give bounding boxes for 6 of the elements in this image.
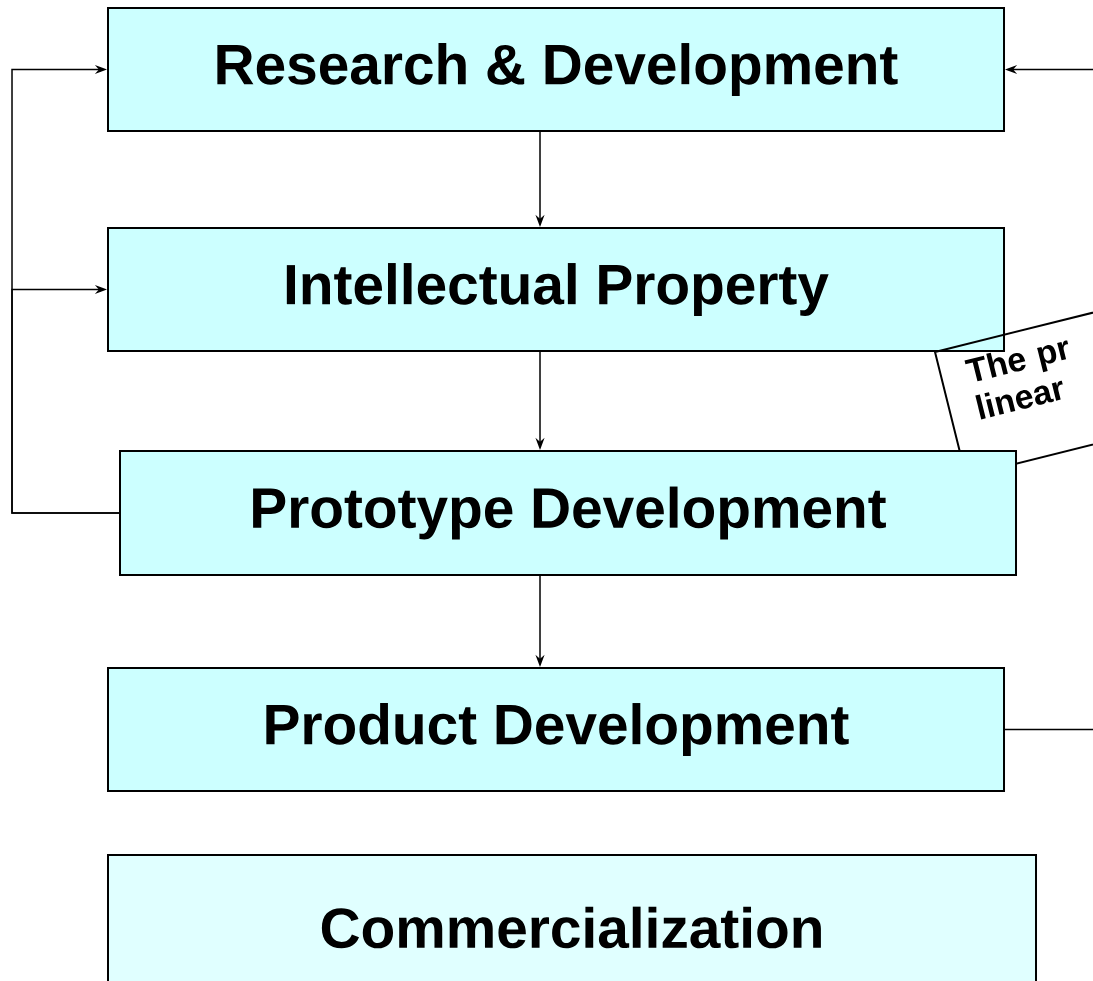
process-box: Research & Development: [107, 7, 1005, 132]
process-box: Prototype Development: [119, 450, 1017, 576]
arrow: [11, 284, 120, 514]
process-box: Commercialization: [107, 854, 1037, 981]
process-box: Intellectual Property: [107, 227, 1005, 352]
process-box: Product Development: [107, 667, 1005, 792]
